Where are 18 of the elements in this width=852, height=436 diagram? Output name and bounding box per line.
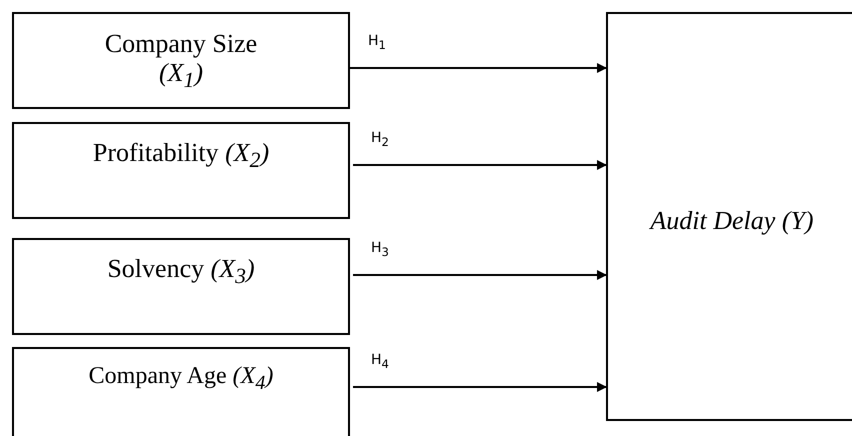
edge-label: H$_{2}$	[371, 131, 389, 148]
edge-label: H$_{1}$	[368, 34, 386, 52]
variable-label: Solvency (X$_{3}$)	[107, 255, 255, 290]
edge-label: H$_{4}$	[371, 353, 389, 370]
edge-label: H$_{3}$	[371, 241, 389, 258]
arrow	[353, 382, 607, 392]
variable-box	[12, 238, 350, 335]
variable-label: Company Age (X$_{4}$)	[88, 363, 274, 394]
variable-box	[12, 122, 350, 219]
variable-label: Audit Delay (Y)	[650, 207, 814, 236]
arrow	[350, 63, 607, 73]
variable-box	[12, 347, 350, 436]
variable-label: Company Size (X$_{1}$)	[104, 30, 258, 93]
arrow	[353, 160, 607, 170]
arrow	[353, 270, 607, 280]
outcome-box	[606, 12, 852, 421]
variable-label: Profitability (X$_{2}$)	[92, 139, 270, 174]
variable-box	[12, 12, 350, 109]
